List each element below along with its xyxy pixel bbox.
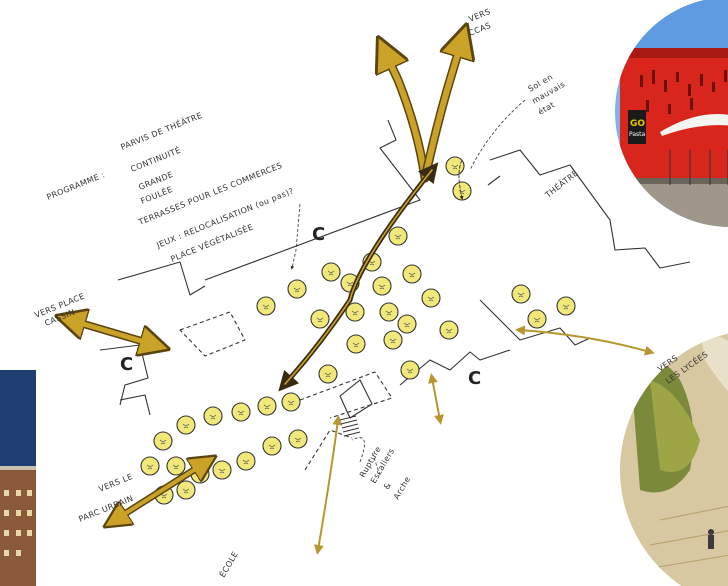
tree-35 (263, 437, 281, 455)
tree-34 (237, 452, 255, 470)
label-vers-parc-1: VERS LE (97, 472, 134, 494)
tree-16 (440, 321, 458, 339)
marker-c-right: C (468, 368, 481, 389)
tree-28 (177, 416, 195, 434)
tree-18 (384, 331, 402, 349)
label-vers-parc-2: PARC URBAIN (77, 494, 134, 524)
tree-37 (177, 481, 195, 499)
photo-plaza-trees (620, 330, 728, 586)
tree-21 (512, 285, 530, 303)
tree-29 (154, 432, 172, 450)
programme-label: PROGRAMME : (45, 170, 106, 202)
tree-19 (401, 361, 419, 379)
tree-3 (389, 227, 407, 245)
label-ecole: ÉCOLE (216, 549, 240, 579)
label-rupture-4: Arche (392, 475, 412, 501)
stairs-symbol (340, 416, 360, 436)
tree-15 (398, 315, 416, 333)
photo-restaurant-facade: GO Pasta (615, 0, 728, 230)
arrow-bottom-vertical (318, 420, 338, 550)
tree-11 (311, 310, 329, 328)
tree-27 (204, 407, 222, 425)
tree-13 (380, 303, 398, 321)
tree-6 (288, 280, 306, 298)
tree-22 (528, 310, 546, 328)
sketch-title: PARVIS DE THÉÂTRE (119, 109, 204, 152)
marker-c-top: C (312, 224, 325, 245)
tree-23 (557, 297, 575, 315)
tree-30 (141, 457, 159, 475)
marker-c-left: C (120, 354, 133, 375)
label-rupture-3: & (382, 481, 393, 491)
tree-10 (403, 265, 421, 283)
tree-36 (289, 430, 307, 448)
tree-24 (282, 393, 300, 411)
sketch-text: PARVIS DE THÉÂTRE PROGRAMME : CONTINUITÉ… (33, 7, 710, 579)
tree-20 (319, 365, 337, 383)
tree-25 (258, 397, 276, 415)
arrow-right-vertical (432, 378, 440, 420)
label-theatre: THÉÂTRE (542, 167, 580, 200)
leader-lines (292, 100, 525, 475)
tree-7 (257, 297, 275, 315)
photo-sign-text: GO (630, 119, 645, 129)
programme-item-1: CONTINUITÉ (129, 144, 183, 174)
tree-26 (232, 403, 250, 421)
tree-33 (213, 461, 231, 479)
tree-1 (446, 157, 464, 175)
tree-5 (322, 263, 340, 281)
tree-17 (347, 335, 365, 353)
arrow-lycees (520, 330, 650, 352)
photo-blue-building (0, 370, 36, 586)
tree-31 (167, 457, 185, 475)
tree-9 (373, 277, 391, 295)
photo-sign-text-2: Pasta (629, 131, 646, 138)
tree-14 (422, 289, 440, 307)
